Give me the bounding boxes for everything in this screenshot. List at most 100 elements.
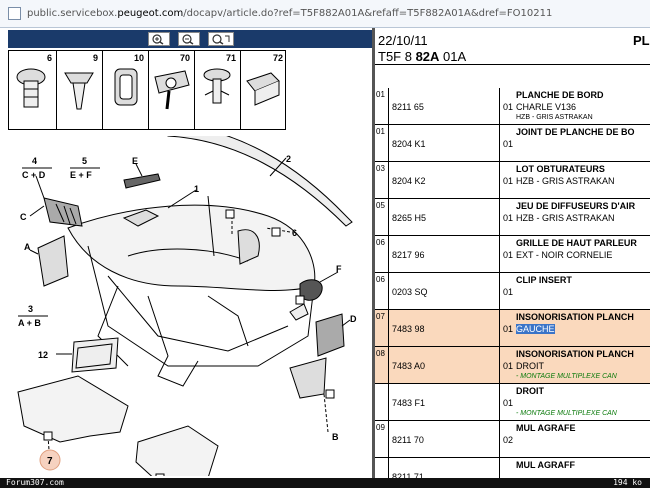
ref-suffix: 01A [439, 49, 467, 64]
address-bar[interactable]: public.servicebox.peugeot.com/docapv/art… [0, 0, 650, 28]
label-3: 3 [28, 304, 33, 314]
part-qty: 01 [503, 176, 514, 186]
part-note: - MONTAGE MULTIPLEXE CAN [516, 373, 617, 380]
zoom-fit-icon[interactable] [208, 32, 234, 46]
part-code[interactable]: 8204 K2 [392, 176, 426, 186]
label-3-sub: A + B [18, 318, 41, 328]
grommet-icon [114, 68, 138, 106]
part-number: 72 [272, 53, 283, 63]
part-desc: CHARLE V136 [516, 102, 577, 112]
row-code-cell: 8204 K1 [389, 125, 500, 161]
part-cell[interactable]: 6 [9, 51, 57, 129]
row-index-cell: 06 [375, 273, 389, 309]
part-name: CLIP INSERT [516, 275, 572, 285]
status-left: Forum307.com [6, 478, 64, 487]
part-qty: 01 [503, 250, 514, 260]
dashboard-exploded-diagram: 4 C + D 5 E + F 3 A + B C A E 1 2 6 F D … [17, 136, 357, 476]
part-number: 70 [179, 53, 190, 63]
part-name: PLANCHE DE BORD [516, 90, 604, 100]
document-date: 22/10/11 [378, 33, 428, 48]
part-code[interactable]: 7483 A0 [392, 361, 426, 371]
part-name: DROIT [516, 386, 544, 396]
zoom-out-icon[interactable] [178, 32, 200, 46]
part-qty: 01 [503, 324, 514, 334]
label-4-sub: C + D [22, 170, 46, 180]
part-cell[interactable]: 70 [149, 51, 195, 129]
label-B: B [332, 432, 339, 442]
label-12: 12 [38, 350, 48, 360]
diagram-panel: 6 9 10 70 71 72 [0, 28, 372, 478]
header-pl: PL [633, 33, 650, 48]
parts-strip: 6 9 10 70 71 72 [8, 50, 286, 130]
part-desc: HZB - GRIS ASTRAKAN [516, 213, 615, 223]
part-code[interactable]: 8265 H5 [392, 213, 427, 223]
part-cell[interactable]: 72 [241, 51, 287, 129]
magnifier-fit-icon [212, 34, 230, 45]
part-name: JEU DE DIFFUSEURS D'AIR [516, 201, 636, 211]
part-name: GRILLE DE HAUT PARLEUR [516, 238, 637, 248]
row-index-cell [375, 384, 389, 420]
url-rest: /docapv/article.do?ref=T5F882A01A&refaff… [183, 8, 553, 19]
label-2: 2 [286, 154, 291, 164]
part-note: - MONTAGE MULTIPLEXE CAN [516, 410, 617, 417]
part-code[interactable]: 0203 SQ [392, 287, 428, 297]
label-5-sub: E + F [70, 170, 92, 180]
zoom-toolbar [8, 30, 372, 48]
panel-divider[interactable] [372, 28, 375, 478]
part-name: MUL AGRAFE [516, 423, 576, 433]
part-code[interactable]: 8217 96 [392, 250, 425, 260]
row-index: 06 [376, 238, 385, 247]
row-index-cell: 03 [375, 162, 389, 198]
row-index: 03 [376, 164, 385, 173]
part-code[interactable]: 8211 71 [392, 472, 424, 478]
label-E: E [132, 156, 138, 166]
label-6: 6 [292, 228, 297, 238]
part-cell[interactable]: 71 [195, 51, 241, 129]
row-index: 01 [376, 127, 385, 136]
row-code-cell: 7483 F1 [389, 384, 500, 420]
part-qty: 01 [503, 398, 514, 408]
label-4: 4 [32, 156, 37, 166]
part-code[interactable]: 7483 F1 [392, 398, 426, 408]
row-index-cell: 07 [375, 310, 389, 346]
part-qty: 01 [503, 139, 514, 149]
label-F: F [336, 264, 342, 274]
status-bar: Forum307.com 194 ko [0, 478, 650, 488]
part-code[interactable]: 8204 K1 [392, 139, 426, 149]
row-code-cell: 8211 70 [389, 421, 500, 457]
part-cell[interactable]: 9 [57, 51, 103, 129]
callout-7-marker[interactable] [39, 449, 61, 471]
part-qty: 02 [503, 435, 514, 445]
row-code-cell: 8265 H5 [389, 199, 500, 235]
zoom-in-icon[interactable] [148, 32, 170, 46]
clip-icon [16, 68, 46, 108]
row-index: 07 [376, 312, 385, 321]
ref-bold: 82A [415, 49, 440, 64]
row-code-cell: 0203 SQ [389, 273, 500, 309]
part-code[interactable]: 8211 65 [392, 102, 424, 112]
url-text[interactable]: public.servicebox.peugeot.com/docapv/art… [27, 8, 552, 19]
row-index: 09 [376, 423, 385, 432]
label-D: D [350, 314, 357, 324]
row-code-cell: 8211 65 [389, 88, 500, 124]
label-5: 5 [82, 156, 87, 166]
part-name: INSONORISATION PLANCH [516, 312, 634, 322]
part-code[interactable]: 8211 70 [392, 435, 424, 445]
part-desc: EXT - NOIR CORNELIE [516, 250, 613, 260]
row-index-cell [375, 458, 389, 478]
part-cell[interactable]: 10 [103, 51, 149, 129]
row-code-cell: 8211 71 [389, 458, 500, 478]
part-code[interactable]: 7483 98 [392, 324, 425, 334]
